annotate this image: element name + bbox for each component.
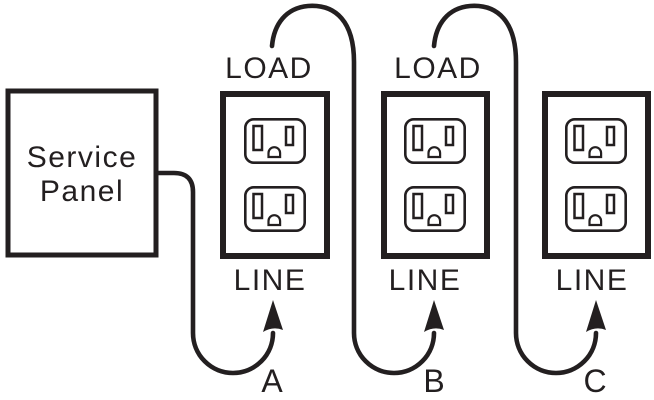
receptacle-a-lower-outlet-icon bbox=[244, 186, 307, 232]
receptacle-c-line-label: LINE bbox=[556, 264, 629, 297]
arrow-b-label: B bbox=[423, 363, 444, 399]
service-panel: Service Panel bbox=[5, 88, 159, 258]
receptacle-b-upper-outlet-icon bbox=[403, 118, 467, 164]
receptacle-b-line-label: LINE bbox=[389, 264, 462, 297]
receptacle-a-upper-outlet-icon bbox=[244, 118, 307, 164]
arrow-c-label: C bbox=[583, 363, 606, 399]
service-panel-label-line2: Panel bbox=[40, 175, 124, 208]
wire-panel-to-receptacle-a bbox=[153, 170, 276, 376]
wire-load-a-to-receptacle-b bbox=[269, 3, 437, 376]
receptacle-c: LINE C bbox=[542, 91, 651, 399]
receptacle-a: LOAD LINE A bbox=[220, 52, 330, 399]
receptacle-a-load-label: LOAD bbox=[225, 52, 313, 85]
service-panel-box bbox=[5, 88, 159, 258]
arrow-b-head bbox=[424, 300, 444, 332]
receptacle-b: LOAD LINE B bbox=[381, 52, 490, 399]
arrow-a-head bbox=[263, 300, 283, 332]
receptacle-b-lower-outlet-icon bbox=[403, 186, 467, 232]
arrow-a-label: A bbox=[261, 363, 283, 399]
receptacle-c-upper-outlet-icon bbox=[564, 118, 628, 164]
receptacle-a-line-label: LINE bbox=[234, 264, 307, 297]
service-panel-label-line1: Service bbox=[27, 141, 138, 174]
receptacle-c-lower-outlet-icon bbox=[564, 186, 628, 232]
arrow-c-head bbox=[586, 300, 606, 332]
receptacle-b-load-label: LOAD bbox=[394, 52, 482, 85]
wire-load-b-to-receptacle-c bbox=[431, 3, 599, 376]
